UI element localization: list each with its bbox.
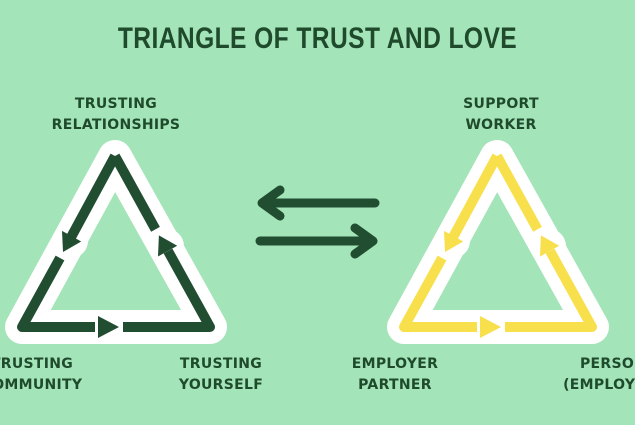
label-line: RELATIONSHIPS [51, 117, 181, 133]
label-line: YOURSELF [178, 377, 264, 393]
label-line: TRUSTING [179, 356, 263, 372]
page-title: TRIANGLE OF TRUST AND LOVE [117, 22, 518, 55]
label-person-employer: PERSON (EMPLOYER) [558, 354, 635, 396]
label-line: SUPPORT [463, 96, 539, 112]
label-line: (EMPLOYER) [563, 377, 635, 393]
label-line: PERSON [579, 356, 635, 372]
label-trusting-relationships: TRUSTING RELATIONSHIPS [46, 94, 186, 136]
left-triangle-outline [22, 157, 210, 344]
right-triangle-outline [404, 157, 592, 344]
label-line: WORKER [465, 117, 537, 133]
label-line: TRUSTING [0, 356, 74, 372]
label-line: COMMUNITY [0, 377, 83, 393]
exchange-arrows-icon [255, 185, 380, 259]
label-line: TRUSTING [74, 96, 158, 112]
label-line: PARTNER [358, 377, 432, 393]
label-support-worker: SUPPORT WORKER [431, 94, 571, 136]
left-triangle-cycle [22, 156, 210, 344]
label-employer-partner: EMPLOYER PARTNER [325, 354, 465, 396]
label-line: EMPLOYER [351, 356, 439, 372]
right-triangle-cycle [404, 156, 592, 344]
label-trusting-community: TRUSTING COMMUNITY [0, 354, 102, 396]
label-trusting-yourself: TRUSTING YOURSELF [151, 354, 291, 396]
